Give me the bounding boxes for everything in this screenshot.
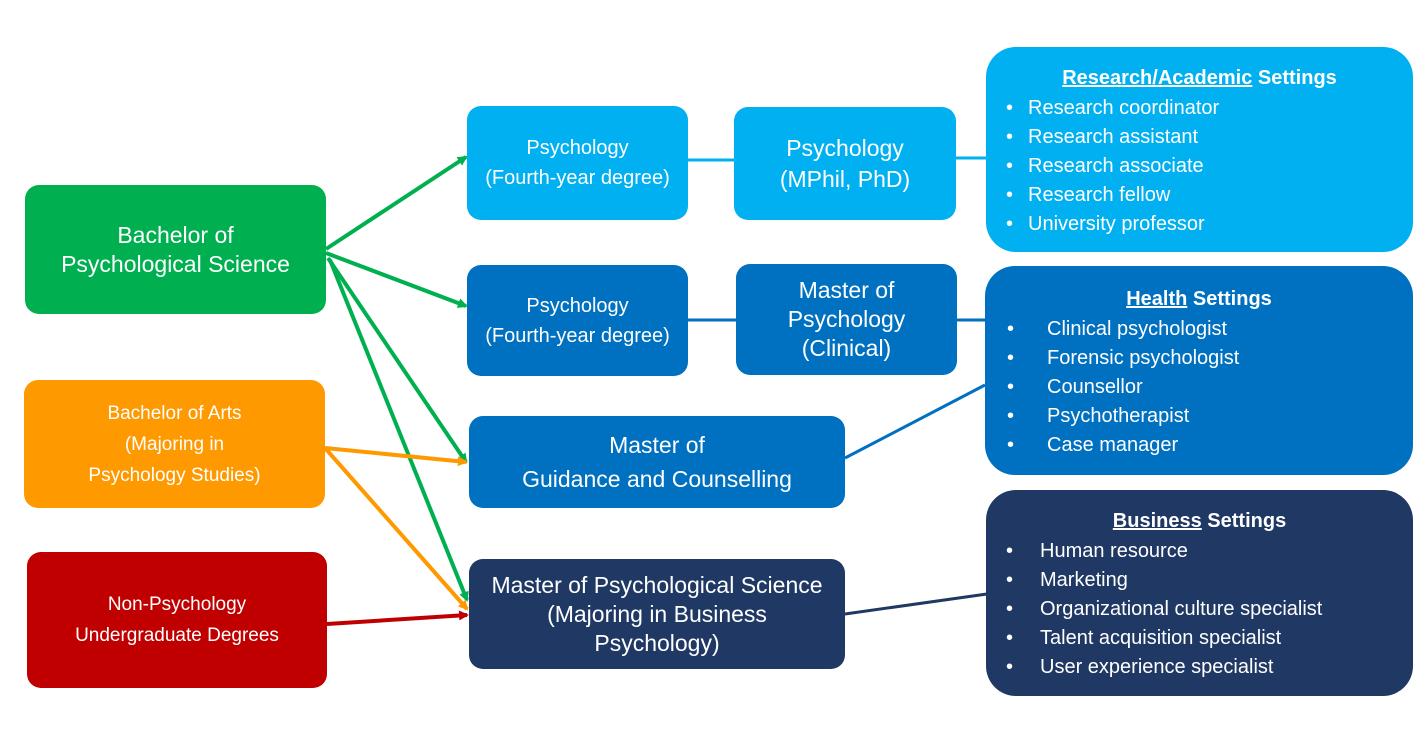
bullet-icon: • [1006,540,1014,562]
list-item-text: Case manager [1047,434,1179,456]
bullet-icon: • [1006,627,1014,649]
health-title-underlined: Health [1126,288,1188,310]
list-item-text: Research associate [1028,155,1204,177]
list-item-text: Organizational culture specialist [1040,598,1323,620]
box-bachelor-psychological-science: Bachelor of Psychological Science [25,185,326,314]
list-item-text: Research fellow [1028,184,1171,206]
list-item: • Clinical psychologist [1005,315,1393,344]
bullet-icon: • [1006,126,1014,148]
nonpsych-line-2: Undergraduate Degrees [75,625,279,646]
business-program-line-3: Psychology) [594,629,720,656]
bullet-icon: • [1006,155,1014,177]
health-title-rest: Settings [1187,288,1272,310]
research-settings-panel: Research/Academic Settings • Research coo… [986,47,1413,252]
bullet-icon: • [1006,569,1014,591]
business-program-line-2: (Majoring in Business [547,600,767,627]
arrow-bps-to-fourth-research [324,155,468,251]
bullet-icon: • [1006,184,1014,206]
fourth-health-line-1: Psychology [526,294,629,317]
ba-line-3: Psychology Studies) [88,464,261,486]
fourth-research-line-2: (Fourth-year degree) [485,167,670,189]
list-item: • Talent acquisition specialist [1006,624,1393,653]
fourth-health-line-2: (Fourth-year degree) [485,324,670,347]
bullet-icon: • [1006,97,1014,119]
health-settings-list: • Clinical psychologist • Forensic psychol… [1005,315,1393,460]
list-item-text: Research coordinator [1028,97,1220,119]
bullet-icon: • [1006,598,1014,620]
guidance-line-2: Guidance and Counselling [522,466,792,492]
clinical-line-3: (Clinical) [801,335,892,361]
arrow-nonpsych-to-business [326,610,469,626]
list-item-text: Research assistant [1028,126,1199,148]
health-settings-title: Health Settings [1005,288,1393,311]
ba-line-1: Bachelor of Arts [107,402,242,424]
business-settings-list: • Human resource • Marketing • Organization… [1006,537,1393,682]
bullet-icon: • [1006,213,1014,235]
health-settings-panel: Health Settings • Clinical psychologist •… [985,266,1413,475]
connector-guidance-to-health [844,383,986,460]
bullet-icon: • [1007,376,1015,398]
clinical-line-1: Master of [798,277,895,303]
ba-line-2: (Majoring in [124,433,225,455]
connector-business-to-settings [844,592,988,616]
bps-line-2: Psychological Science [61,250,290,277]
business-title-rest: Settings [1201,510,1287,532]
list-item: • Case manager [1005,431,1393,460]
arrow-ba-to-guidance [324,446,468,467]
list-item-text: Forensic psychologist [1047,347,1240,369]
box-non-psychology-degrees: Non-Psychology Undergraduate Degrees [27,552,327,688]
business-title-underlined: Business [1112,510,1202,532]
list-item: • Counsellor [1005,373,1393,402]
box-bachelor-of-arts: Bachelor of Arts (Majoring in Psychology… [24,380,325,508]
guidance-line-1: Master of [609,432,705,458]
business-settings-title: Business Settings [1006,510,1393,533]
list-item: • Marketing [1006,566,1393,595]
bullet-icon: • [1007,434,1015,456]
list-item-text: User experience specialist [1040,656,1274,678]
arrow-bps-to-guidance [326,256,468,464]
mphil-line-1: Psychology [786,134,904,161]
box-psychology-fourth-year-research: Psychology (Fourth-year degree) [467,106,688,220]
research-settings-title: Research/Academic Settings [1006,67,1393,90]
research-settings-list: • Research coordinator • Research assistan… [1006,94,1393,239]
list-item: • Research coordinator [1006,94,1393,123]
bullet-icon: • [1007,405,1015,427]
arrow-bps-to-business [328,259,469,602]
bullet-icon: • [1007,318,1015,340]
box-psychology-mphil-phd: Psychology (MPhil, PhD) [734,107,956,220]
list-item: • Research fellow [1006,181,1393,210]
list-item: • Research assistant [1006,123,1393,152]
mphil-line-2: (MPhil, PhD) [779,165,911,192]
list-item-text: Psychotherapist [1047,405,1190,427]
fourth-research-line-1: Psychology [526,137,629,159]
list-item: • Psychotherapist [1005,402,1393,431]
list-item: • Organizational culture specialist [1006,595,1393,624]
box-master-psychology-clinical: Master of Psychology (Clinical) [736,264,957,375]
list-item: • University professor [1006,210,1393,239]
bullet-icon: • [1006,656,1014,678]
list-item-text: Clinical psychologist [1047,318,1228,340]
list-item: • User experience specialist [1006,653,1393,682]
list-item-text: Marketing [1040,569,1128,591]
list-item-text: Counsellor [1047,376,1143,398]
box-psychology-fourth-year-health: Psychology (Fourth-year degree) [467,265,688,376]
box-master-guidance-counselling: Master of Guidance and Counselling [469,416,845,508]
nonpsych-line-1: Non-Psychology [107,594,247,615]
arrow-bps-to-fourth-health [325,251,468,308]
list-item: • Forensic psychologist [1005,344,1393,373]
research-title-underlined: Research/Academic [1062,67,1253,89]
list-item-text: Human resource [1040,540,1188,562]
business-program-line-1: Master of Psychological Science [491,571,823,598]
research-title-rest: Settings [1252,67,1337,89]
arrow-ba-to-business [323,446,469,611]
list-item-text: University professor [1028,213,1205,235]
list-item: • Research associate [1006,152,1393,181]
bps-line-1: Bachelor of [117,221,234,248]
clinical-line-2: Psychology [787,306,906,332]
business-settings-panel: Business Settings • Human resource • Marke… [986,490,1413,696]
bullet-icon: • [1007,347,1015,369]
list-item: • Human resource [1006,537,1393,566]
box-master-psychological-science-business: Master of Psychological Science (Majorin… [469,559,845,669]
list-item-text: Talent acquisition specialist [1040,627,1282,649]
